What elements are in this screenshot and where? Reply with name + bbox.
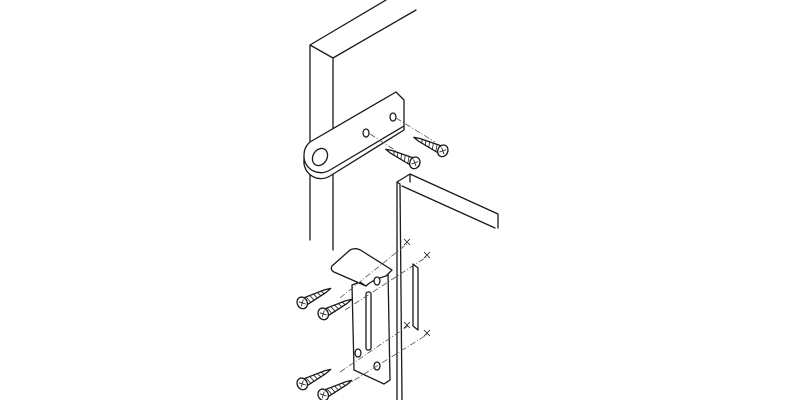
screw-icon — [294, 282, 335, 312]
screw-icon — [315, 374, 356, 400]
screw-icon — [382, 143, 423, 172]
screw-icon — [294, 363, 335, 393]
hook-bracket — [330, 238, 431, 387]
screw-icon — [410, 131, 451, 160]
lower-panel — [396, 173, 499, 400]
upper-panel — [309, 0, 417, 251]
flat-hinge-plate — [303, 91, 436, 180]
